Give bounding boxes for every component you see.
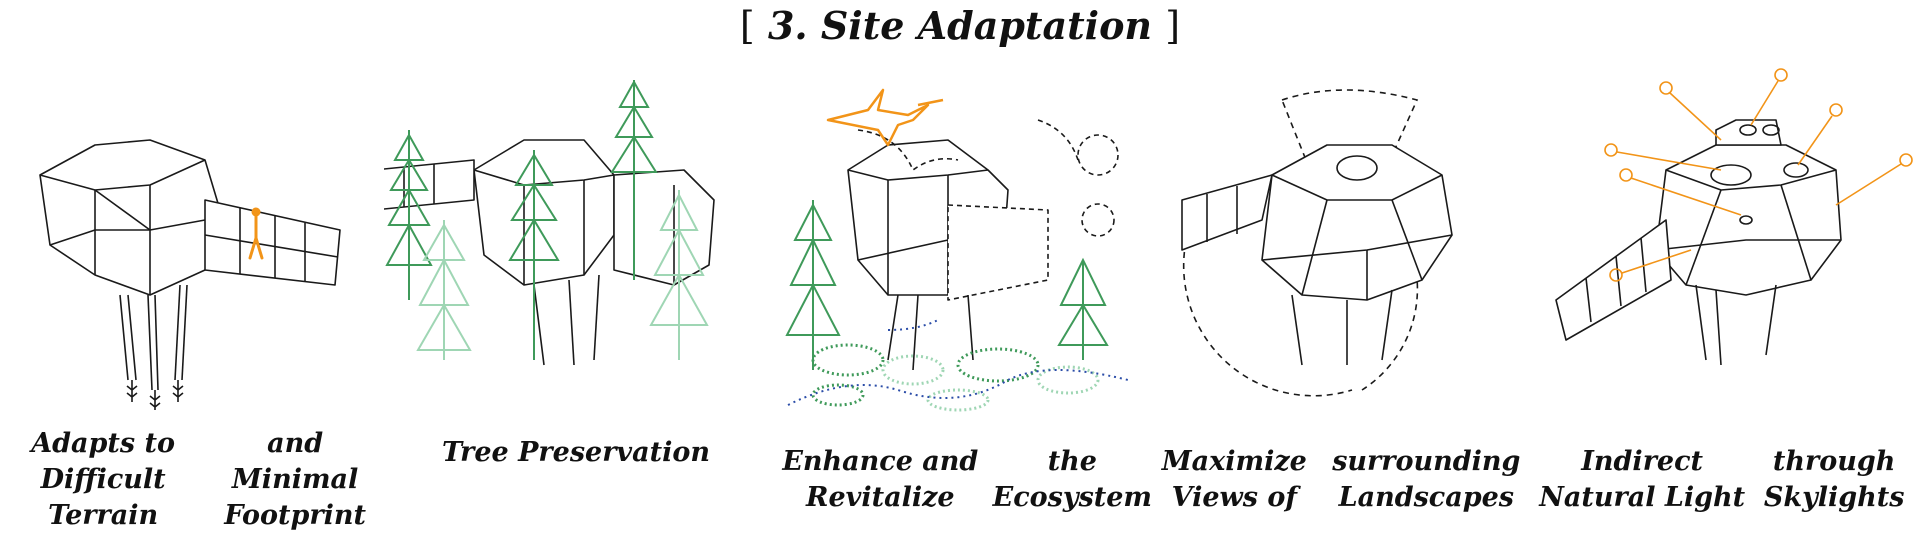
title-text: 3. Site Adaptation [767, 3, 1153, 48]
caption-line-1: Indirect Natural Light [1539, 446, 1746, 513]
cabin-skylights-icon [1555, 68, 1913, 366]
cabin-with-hummingbird-icon [785, 88, 1129, 412]
caption-line-1: Enhance and Revitalize [782, 446, 979, 513]
panel-views: Maximize Views of surrounding Landscapes [1152, 60, 1536, 535]
panel-trees: Tree Preservation [384, 60, 768, 535]
caption-skylights: Indirect Natural Light through Skylights [1536, 425, 1920, 535]
caption-line-1: Adapts to Difficult Terrain [31, 428, 175, 531]
cabin-on-stilts-icon [39, 139, 341, 410]
cabin-among-trees-icon [384, 79, 715, 366]
caption-line-2: and Minimal Footprint [224, 428, 366, 531]
title-open-bracket: [ [739, 4, 755, 48]
panel-skylights: Indirect Natural Light through Skylights [1536, 60, 1920, 535]
caption-ecosystem: Enhance and Revitalize the Ecosystem [768, 425, 1152, 535]
panel-ecosystem: Enhance and Revitalize the Ecosystem [768, 60, 1152, 535]
caption-line-2: through Skylights [1763, 446, 1905, 513]
page-title: [ 3. Site Adaptation ] [0, 0, 1920, 60]
cabin-view-cones-icon [1181, 89, 1453, 397]
caption-terrain: Adapts to Difficult Terrain and Minimal … [0, 425, 384, 535]
caption-line-2: the Ecosystem [992, 446, 1152, 513]
caption-line-1: Tree Preservation [442, 437, 710, 468]
panel-terrain: Adapts to Difficult Terrain and Minimal … [0, 60, 384, 535]
caption-line-2: surrounding Landscapes [1332, 446, 1521, 513]
caption-views: Maximize Views of surrounding Landscapes [1152, 425, 1536, 535]
title-close-bracket: ] [1165, 4, 1181, 48]
caption-trees: Tree Preservation [384, 425, 768, 535]
caption-line-1: Maximize Views of [1161, 446, 1307, 513]
